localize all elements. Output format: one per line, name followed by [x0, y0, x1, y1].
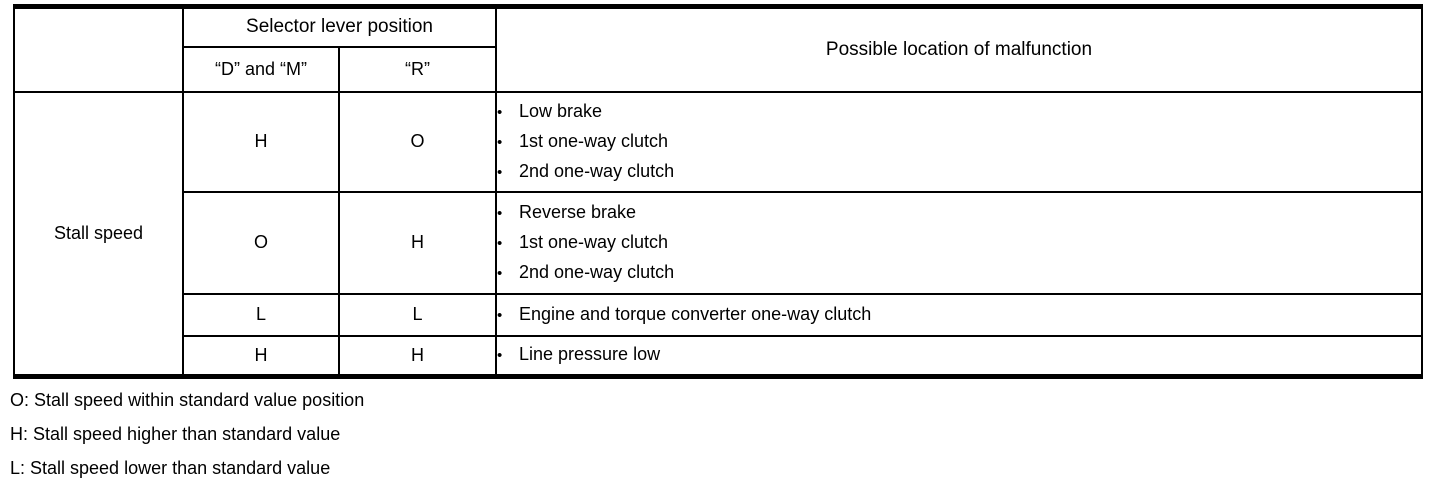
list-item: • Line pressure low — [497, 340, 1421, 370]
value-cell-d-and-m: L — [182, 292, 340, 337]
list-item: • 2nd one-way clutch — [497, 157, 1421, 187]
table-row: L L • Engine and torque converter one-wa… — [14, 292, 1423, 337]
list-item: • Engine and torque converter one-way cl… — [497, 300, 1421, 330]
corner-cell — [13, 5, 184, 93]
list-item: • Reverse brake — [497, 198, 1421, 228]
row-group-label-stall-speed: Stall speed — [13, 90, 184, 378]
legend-note-h: H: Stall speed higher than standard valu… — [10, 424, 341, 444]
column-header-r: “R” — [338, 45, 497, 93]
table-row: O H • Reverse brake • 1st one-way clutch… — [14, 190, 1423, 295]
bullet-icon: • — [497, 306, 503, 324]
list-item: • 1st one-way clutch — [497, 127, 1421, 157]
bullet-icon: • — [497, 163, 503, 181]
bullet-icon: • — [497, 264, 503, 282]
stall-speed-table: Selector lever position Possible locatio… — [13, 4, 1423, 379]
value-cell-r: H — [338, 334, 497, 378]
table-row: H H • Line pressure low — [14, 334, 1423, 378]
table-header-row-2: “D” and “M” “R” — [14, 45, 1422, 93]
bullet-icon: • — [497, 234, 503, 252]
list-item: • 1st one-way clutch — [497, 228, 1421, 258]
value-cell-r: O — [338, 90, 497, 193]
legend: O: Stall speed within standard value pos… — [10, 390, 364, 492]
bullet-icon: • — [497, 204, 503, 222]
bullet-icon: • — [497, 133, 503, 151]
value-cell-d-and-m: H — [182, 334, 340, 378]
value-cell-r: H — [338, 190, 497, 295]
selector-lever-position-header: Selector lever position — [182, 5, 497, 48]
table-header-row-1: Selector lever position Possible locatio… — [13, 5, 1423, 93]
legend-note-o: O: Stall speed within standard value pos… — [10, 390, 365, 410]
list-item: • 2nd one-way clutch — [497, 258, 1421, 288]
table-row: Stall speed H O • Low brake • 1st one-wa… — [13, 90, 1423, 378]
bullet-icon: • — [497, 347, 503, 365]
cause-text: 2nd one-way clutch — [519, 261, 675, 282]
malfunction-header: Possible location of malfunction — [495, 5, 1423, 93]
list-item: • Low brake — [497, 97, 1421, 127]
cause-text: Reverse brake — [519, 201, 637, 222]
bullet-icon: • — [497, 103, 503, 121]
cause-text: 2nd one-way clutch — [519, 160, 675, 181]
causes-cell: • Low brake • 1st one-way clutch • 2nd o… — [495, 90, 1423, 193]
cause-text: Low brake — [519, 100, 603, 121]
causes-cell: • Reverse brake • 1st one-way clutch • 2… — [495, 190, 1423, 295]
causes-cell: • Line pressure low — [495, 334, 1423, 378]
value-cell-r: L — [338, 292, 497, 337]
cause-text: Engine and torque converter one-way clut… — [519, 303, 872, 324]
cause-text: 1st one-way clutch — [519, 130, 669, 151]
column-header-d-and-m: “D” and “M” — [182, 45, 340, 93]
cause-text: Line pressure low — [519, 344, 661, 365]
cause-text: 1st one-way clutch — [519, 231, 669, 252]
value-cell-d-and-m: H — [182, 90, 340, 193]
value-cell-d-and-m: O — [182, 190, 340, 295]
legend-note-l: L: Stall speed lower than standard value — [10, 458, 331, 478]
causes-cell: • Engine and torque converter one-way cl… — [495, 292, 1423, 337]
